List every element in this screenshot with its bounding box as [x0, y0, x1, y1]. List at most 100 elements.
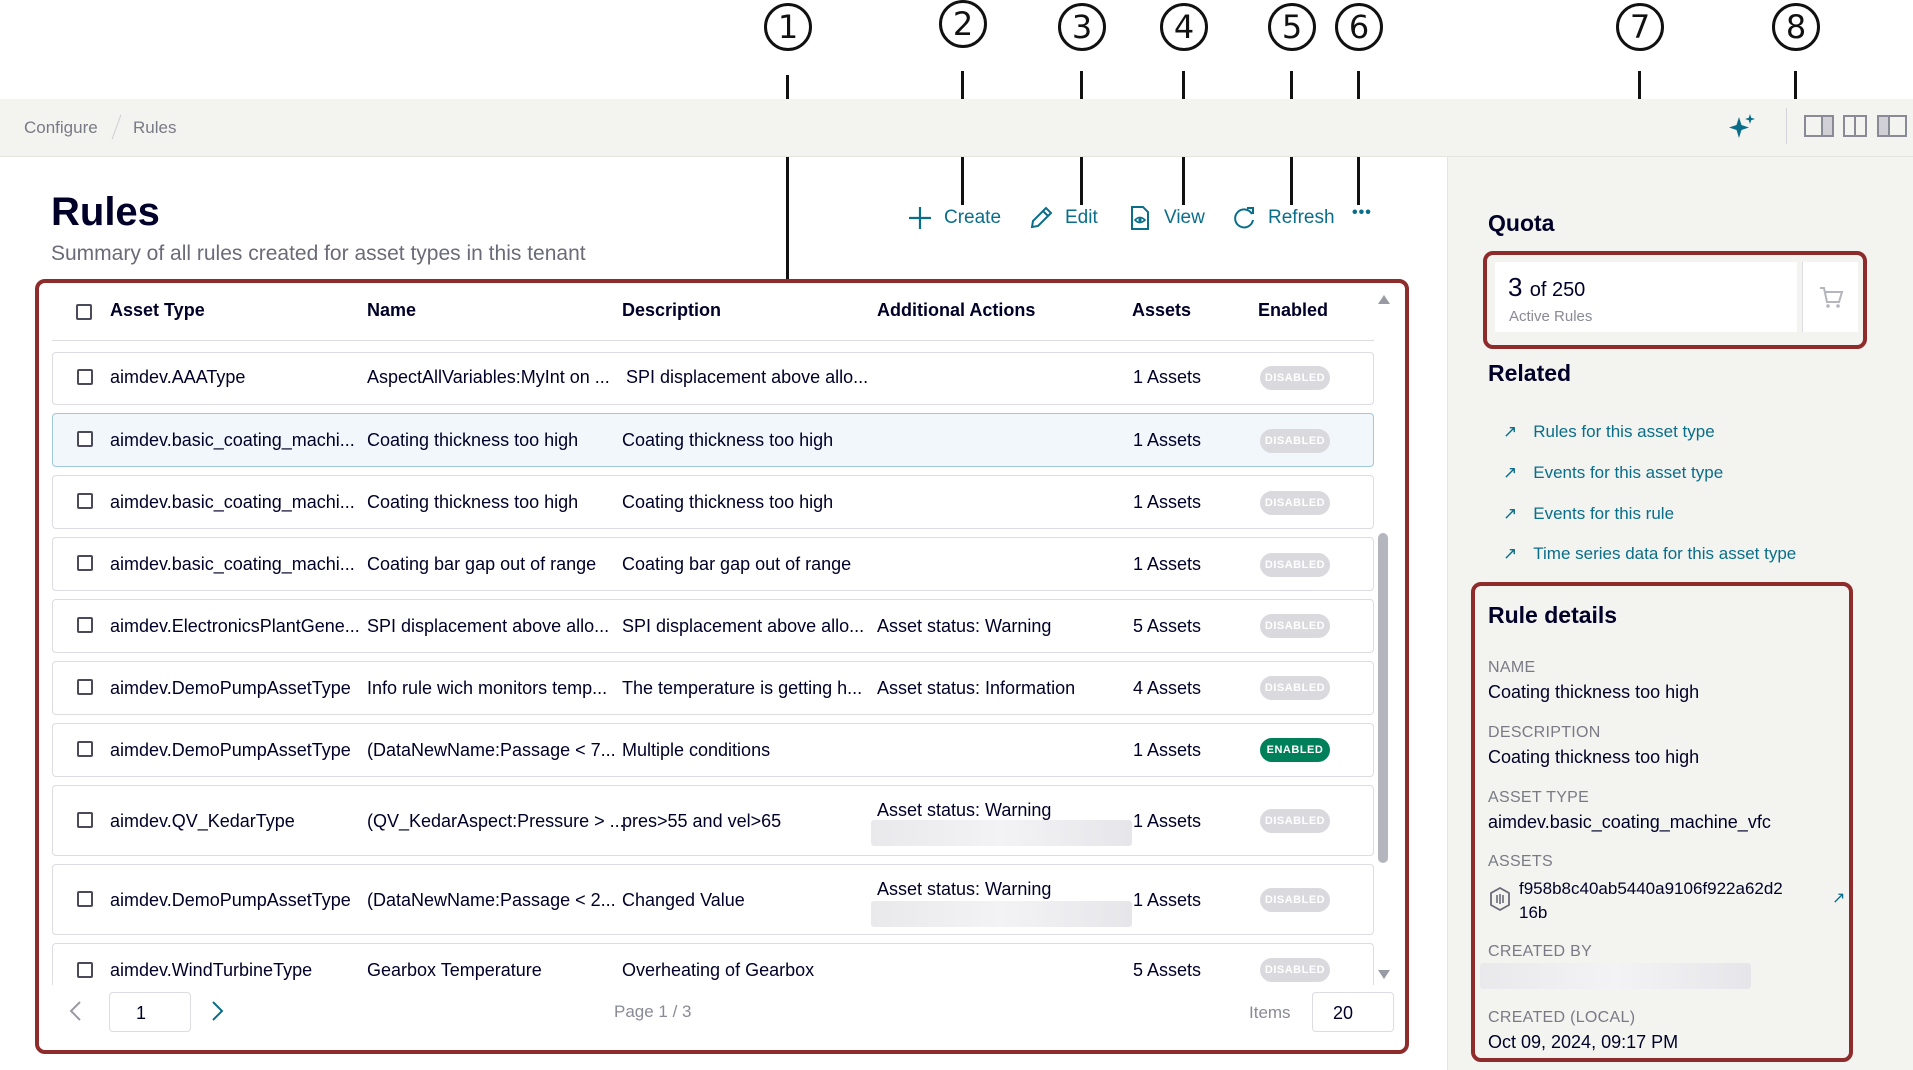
- cell-assets: 1 Assets: [1133, 811, 1202, 831]
- create-label: Create: [944, 207, 1002, 228]
- table-row[interactable]: [52, 785, 1374, 856]
- link-events-for-rule[interactable]: ↗ Events for this rule: [1503, 504, 1674, 524]
- row-checkbox[interactable]: [77, 679, 93, 695]
- col-assets[interactable]: Assets: [1132, 300, 1192, 320]
- edit-label: Edit: [1065, 207, 1098, 228]
- table-scrollbar[interactable]: [1378, 533, 1388, 863]
- arrow-up-right-icon: ↗: [1503, 422, 1518, 441]
- quota-count-number: 3: [1508, 272, 1523, 302]
- table-row[interactable]: [52, 352, 1374, 405]
- cell-name: SPI displacement above allo...: [367, 616, 610, 636]
- status-badge: ENABLED: [1260, 738, 1330, 762]
- created-by-label: CREATED BY: [1488, 943, 1593, 960]
- callout-4: 4: [1160, 3, 1208, 51]
- col-additional-actions[interactable]: Additional Actions: [877, 300, 1036, 320]
- cell-description: pres>55 and vel>65: [622, 811, 782, 831]
- col-asset-type[interactable]: Asset Type: [110, 300, 205, 320]
- arrow-up-right-icon: ↗: [1503, 504, 1518, 523]
- cell-asset-type: aimdev.DemoPumpAssetType: [110, 890, 351, 910]
- ai-sparkle-icon[interactable]: [1726, 111, 1758, 148]
- table-row[interactable]: [52, 475, 1374, 529]
- cell-asset-type: aimdev.WindTurbineType: [110, 960, 313, 980]
- cell-assets: 1 Assets: [1133, 367, 1202, 387]
- cell-name: Coating thickness too high: [367, 430, 579, 450]
- asset-type-label: ASSET TYPE: [1488, 789, 1590, 806]
- cell-name: Coating bar gap out of range: [367, 554, 597, 574]
- table-row-selected[interactable]: [52, 413, 1374, 467]
- document-eye-icon: [1131, 206, 1149, 230]
- row-checkbox[interactable]: [77, 493, 93, 509]
- cell-additional-actions: Asset status: Information: [877, 678, 1076, 698]
- cell-asset-type: aimdev.AAAType: [110, 367, 246, 387]
- cell-assets: 1 Assets: [1133, 492, 1202, 512]
- asset-id[interactable]: f958b8c40ab5440a9106f922a62d2 16b: [1519, 877, 1783, 925]
- table-row[interactable]: [52, 599, 1374, 653]
- row-checkbox[interactable]: [77, 555, 93, 571]
- next-page-icon[interactable]: [207, 999, 227, 1028]
- cell-assets: 1 Assets: [1133, 554, 1202, 574]
- link-time-series-data[interactable]: ↗ Time series data for this asset type: [1503, 544, 1796, 564]
- status-badge: DISABLED: [1260, 553, 1330, 577]
- cell-asset-type: aimdev.DemoPumpAssetType: [110, 740, 351, 760]
- refresh-button[interactable]: Refresh: [1230, 204, 1335, 232]
- row-checkbox[interactable]: [77, 741, 93, 757]
- more-options-button[interactable]: •••: [1352, 204, 1372, 222]
- edit-button[interactable]: Edit: [1027, 204, 1098, 232]
- asset-icon: [1488, 886, 1512, 917]
- plus-icon: [909, 207, 931, 229]
- view-button[interactable]: View: [1126, 204, 1205, 232]
- table-row[interactable]: [52, 723, 1374, 777]
- col-description[interactable]: Description: [622, 300, 722, 320]
- row-checkbox[interactable]: [77, 431, 93, 447]
- asset-type-value: aimdev.basic_coating_machine_vfc: [1488, 812, 1771, 832]
- assets-label: ASSETS: [1488, 853, 1553, 870]
- cell-description: Coating thickness too high: [622, 430, 834, 450]
- redacted-content: [1480, 963, 1751, 989]
- callout-1: 1: [764, 3, 812, 51]
- cell-asset-type: aimdev.DemoPumpAssetType: [110, 678, 351, 698]
- breadcrumb-configure[interactable]: Configure: [24, 118, 98, 137]
- cell-name: (DataNewName:Passage < 2...: [367, 890, 616, 910]
- row-checkbox[interactable]: [77, 891, 93, 907]
- link-label: Events for this rule: [1533, 504, 1675, 523]
- table-row[interactable]: [52, 864, 1374, 935]
- cell-assets: 5 Assets: [1133, 616, 1202, 636]
- table-row[interactable]: [52, 943, 1374, 985]
- table-row[interactable]: [52, 661, 1374, 715]
- col-name[interactable]: Name: [367, 300, 417, 320]
- breadcrumb-rules[interactable]: Rules: [133, 118, 177, 137]
- page-number-input[interactable]: 1: [109, 992, 191, 1032]
- cell-asset-type: aimdev.basic_coating_machi...: [110, 430, 355, 450]
- status-badge: DISABLED: [1260, 614, 1330, 638]
- link-events-for-asset-type[interactable]: ↗Events for this asset type: [1503, 463, 1723, 483]
- cell-description: SPI displacement above allo...: [622, 616, 865, 636]
- link-rules-for-asset-type[interactable]: ↗Rules for this asset type: [1503, 422, 1715, 442]
- row-checkbox[interactable]: [77, 812, 93, 828]
- callout-3: 3: [1058, 3, 1106, 51]
- rule-details-heading: Rule details: [1488, 602, 1618, 628]
- layout-right-panel-icon[interactable]: [1804, 115, 1834, 142]
- related-heading: Related: [1488, 360, 1572, 386]
- name-value: Coating thickness too high: [1488, 682, 1700, 702]
- layout-split-icon[interactable]: [1843, 115, 1867, 142]
- link-label: Time series data for this asset type: [1533, 544, 1797, 563]
- scroll-down-icon[interactable]: [1378, 970, 1390, 979]
- cell-additional-actions: Asset status: Warning: [877, 879, 1052, 899]
- status-badge: DISABLED: [1260, 958, 1330, 982]
- open-asset-icon[interactable]: ↗: [1832, 890, 1846, 907]
- row-checkbox[interactable]: [77, 962, 93, 978]
- create-button[interactable]: Create: [906, 204, 1001, 232]
- col-enabled[interactable]: Enabled: [1258, 300, 1329, 320]
- row-checkbox[interactable]: [77, 617, 93, 633]
- prev-page-icon[interactable]: [66, 999, 86, 1028]
- layout-left-panel-icon[interactable]: [1877, 115, 1907, 142]
- scroll-up-icon[interactable]: [1378, 295, 1390, 304]
- quota-card: [1495, 262, 1797, 332]
- status-badge: DISABLED: [1260, 366, 1330, 390]
- table-row[interactable]: [52, 537, 1374, 591]
- buy-more-button[interactable]: [1802, 262, 1858, 332]
- row-checkbox[interactable]: [77, 369, 93, 385]
- arrow-up-right-icon: ↗: [1503, 544, 1518, 563]
- select-all-checkbox[interactable]: [76, 304, 92, 320]
- items-per-page-input[interactable]: 20: [1312, 992, 1394, 1032]
